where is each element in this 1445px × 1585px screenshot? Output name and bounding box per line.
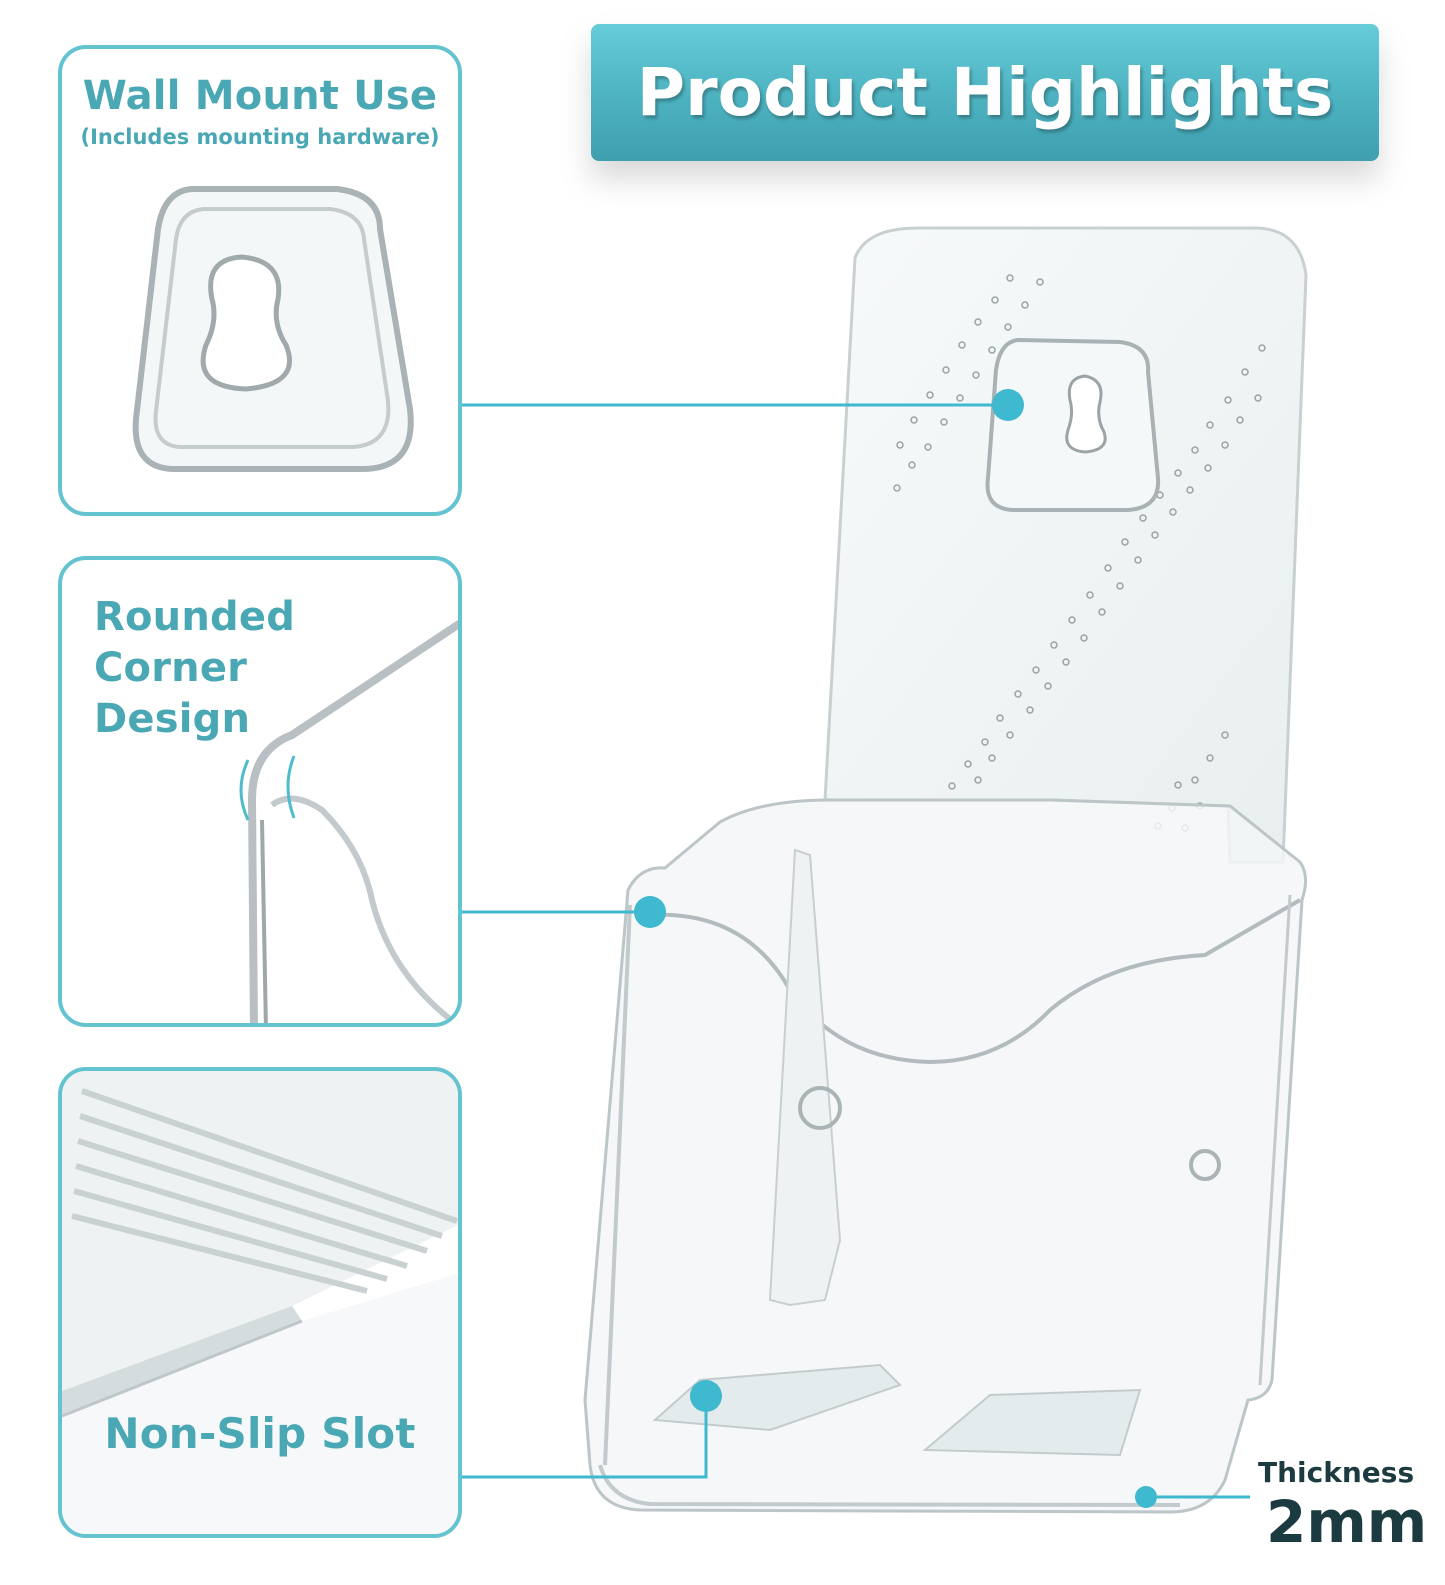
holder-back-panel xyxy=(823,226,1308,864)
thickness-label: Thickness xyxy=(1258,1456,1415,1489)
keyhole-plate xyxy=(985,337,1161,512)
feature-panel-non-slip-slot: Non-Slip Slot xyxy=(58,1067,462,1538)
callout-dots xyxy=(634,389,1157,1508)
pocket-curve xyxy=(649,898,1302,1065)
non-slip-slot-closeup xyxy=(62,1071,458,1534)
feature-title: Non-Slip Slot xyxy=(104,1409,416,1458)
banner-title: Product Highlights xyxy=(636,54,1334,131)
rounded-corner-closeup xyxy=(239,619,458,1023)
feature-subtitle: (Includes mounting hardware) xyxy=(80,125,440,149)
keyhole-mount-closeup xyxy=(132,186,414,472)
feature-panel-rounded-corner: Rounded Corner Design xyxy=(58,556,462,1027)
thickness-value: 2mm xyxy=(1266,1488,1428,1556)
feature-title: Rounded Corner Design xyxy=(94,594,296,742)
product-highlights-banner: Product Highlights xyxy=(591,24,1379,161)
connector-lines xyxy=(452,403,1250,1499)
holder-front-pocket xyxy=(583,798,1307,1514)
feature-title: Wall Mount Use xyxy=(82,73,438,119)
feature-panel-wall-mount: Wall Mount Use (Includes mounting hardwa… xyxy=(58,45,462,516)
